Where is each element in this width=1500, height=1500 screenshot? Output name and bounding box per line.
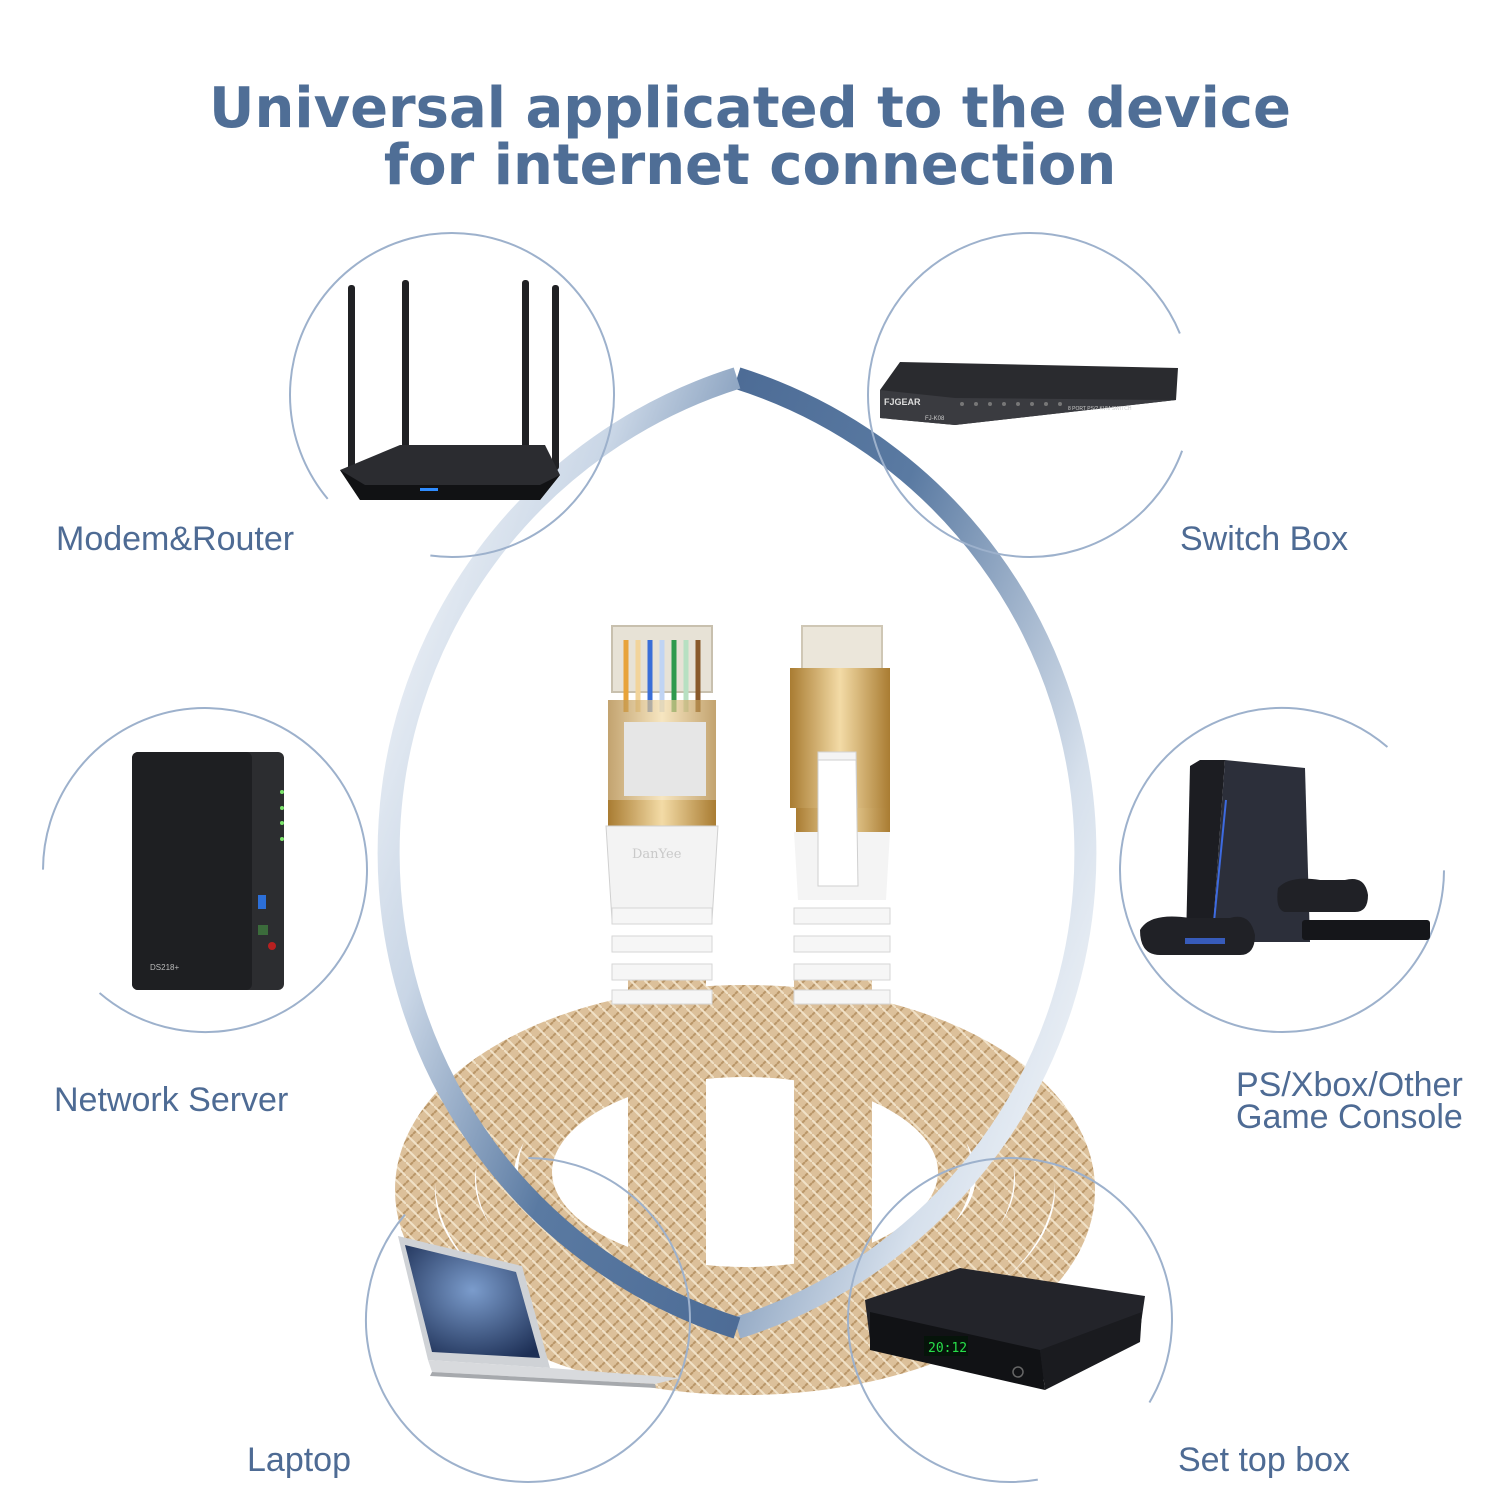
page-title-line-1: Universal applicated to the device <box>209 76 1291 141</box>
connection-ring-right <box>733 367 1097 1339</box>
svg-text:20:12: 20:12 <box>928 1341 967 1356</box>
circle-set-top-box <box>847 1157 1174 1483</box>
router-icon <box>340 280 560 500</box>
circle-network-server <box>42 707 368 1033</box>
circle-game-console <box>1119 707 1445 1033</box>
svg-text:DS218+: DS218+ <box>150 963 179 972</box>
connection-ring-left <box>377 367 741 1339</box>
rj45-connector-left: DanYee <box>605 625 719 1005</box>
circle-laptop <box>365 1157 691 1483</box>
cable-coil <box>395 980 1095 1395</box>
label-laptop: Laptop <box>247 1441 351 1479</box>
rj45-connector-right <box>790 625 891 1005</box>
label-game-console-line-1: PS/Xbox/Other <box>1236 1066 1463 1104</box>
svg-text:DanYee: DanYee <box>632 847 682 862</box>
label-network-server: Network Server <box>54 1081 289 1119</box>
laptop-icon <box>398 1236 680 1388</box>
circle-modem-router <box>289 232 615 558</box>
circle-switch-box <box>867 232 1193 558</box>
label-game-console-line-2: Game Console <box>1236 1098 1463 1136</box>
label-switch-box: Switch Box <box>1180 520 1349 558</box>
label-set-top-box: Set top box <box>1178 1441 1351 1479</box>
game-console-icon <box>1140 760 1430 955</box>
page-title-line-2: for internet connection <box>383 133 1117 198</box>
svg-text:FJGEAR: FJGEAR <box>884 397 921 407</box>
label-modem-router: Modem&Router <box>56 520 295 558</box>
svg-text:8 PORT PS/2 KVM SWITCH: 8 PORT PS/2 KVM SWITCH <box>1068 406 1132 412</box>
svg-text:FJ-K08: FJ-K08 <box>925 416 945 422</box>
nas-server-icon: DS218+ <box>132 752 284 990</box>
kvm-switch-icon: FJGEAR FJ-K08 8 PORT PS/2 KVM SWITCH <box>880 362 1178 425</box>
set-top-box-icon: 20:12 <box>865 1268 1145 1390</box>
